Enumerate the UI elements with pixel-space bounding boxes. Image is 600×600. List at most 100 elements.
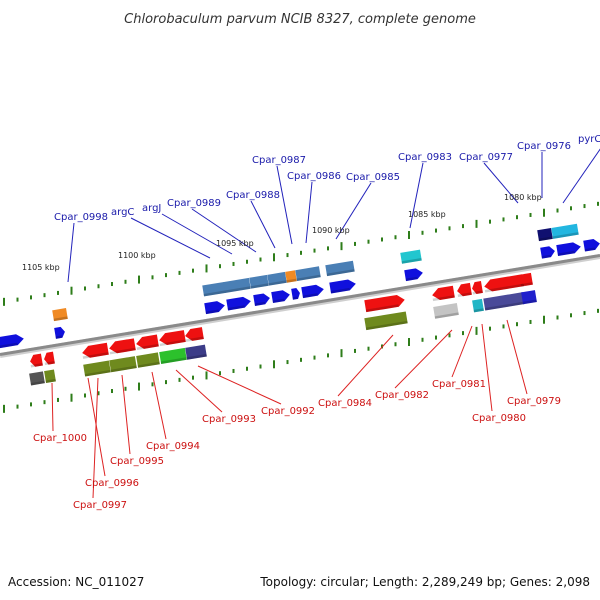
bottom-arrow-11 — [484, 274, 525, 293]
map-title: Chlorobaculum parvum NCIB 8327, complete… — [124, 12, 476, 27]
bottom-box-3 — [109, 356, 137, 373]
top-arrow-9-shade — [405, 276, 418, 282]
bottom-arrow-2-body — [82, 342, 109, 358]
bottom-box-1 — [44, 369, 56, 383]
leader-bottom — [151, 371, 167, 440]
top-box-1-shade — [203, 290, 226, 297]
top-arrow-2-body — [204, 301, 225, 315]
leader-top — [562, 148, 600, 204]
bottom-arrow-10-body — [472, 281, 483, 294]
bottom-box-10 — [483, 292, 525, 311]
leader-top — [335, 182, 372, 240]
gene-label-top: Cpar_0988 — [226, 190, 280, 201]
top-arrow-12 — [583, 239, 600, 252]
top-box-6-body — [295, 266, 321, 282]
leader-bottom — [197, 365, 282, 405]
gene-label-bottom: Cpar_0980 — [472, 413, 526, 424]
bottom-box-5-shade — [160, 357, 187, 364]
bottom-arrow-5-shade — [159, 339, 186, 347]
top-box-3-shade — [250, 283, 269, 289]
bottom-arrow-11-body — [484, 274, 525, 292]
top-arrow-0-body — [0, 334, 24, 349]
bottom-arrow-3-shade — [109, 347, 136, 355]
top-box-6 — [295, 266, 321, 282]
top-arrow-0 — [0, 334, 24, 349]
leader-top — [130, 217, 211, 259]
bottom-arrow-7 — [364, 294, 405, 313]
leader-top — [67, 222, 75, 283]
top-box-8-body — [400, 249, 422, 264]
top-arrow-6-shade — [292, 296, 299, 300]
top-arrow-9-body — [404, 268, 423, 282]
bottom-box-10-shade — [484, 301, 525, 311]
backbone-line — [0, 254, 600, 356]
top-arrow-12-body — [583, 239, 600, 252]
top-box-2-body — [223, 277, 251, 293]
top-box-3 — [249, 274, 269, 289]
bottom-box-6-body — [185, 344, 207, 360]
leader-bottom — [337, 334, 394, 397]
bottom-box-2-body — [83, 360, 111, 377]
gene-label-top: Cpar_0986 — [287, 171, 341, 182]
top-arrow-4 — [253, 293, 270, 306]
bottom-arrow-1-shade — [44, 361, 55, 366]
bottom-box-3-shade — [110, 365, 137, 373]
bottom-box-0-body — [29, 371, 45, 386]
bottom-box-7-body — [364, 311, 408, 331]
top-arrow-8 — [329, 279, 356, 294]
gene-label-bottom: Cpar_0994 — [146, 441, 200, 452]
bottom-arrow-7-shade — [365, 304, 399, 313]
top-box-0-body — [52, 308, 68, 322]
top-arrow-4-body — [253, 293, 270, 306]
top-arrow-10-shade — [541, 254, 551, 259]
bottom-box-5-body — [159, 347, 187, 364]
bottom-arrow-1 — [44, 351, 55, 366]
top-arrow-11-body — [556, 242, 581, 256]
top-arrow-2 — [204, 301, 225, 315]
top-box-7-shade — [326, 269, 355, 277]
top-arrow-5 — [271, 290, 290, 304]
gene-label-top: Cpar_0976 — [517, 141, 571, 152]
leader-lines — [51, 148, 600, 499]
scale-label: 1100 kbp — [118, 251, 156, 260]
leader-bottom — [121, 374, 131, 455]
bottom-box-8-shade — [434, 312, 459, 319]
scale-label: 1095 kbp — [216, 239, 254, 248]
bottom-box-3-body — [109, 356, 137, 373]
top-arrow-11 — [556, 242, 581, 256]
bottom-arrow-9-shade — [457, 292, 472, 297]
bottom-box-4-shade — [137, 361, 160, 368]
bottom-arrow-2 — [82, 342, 109, 359]
gene-label-bottom: Cpar_0992 — [261, 406, 315, 417]
bottom-box-4-body — [136, 352, 160, 368]
gene-label-bottom: Cpar_0984 — [318, 398, 372, 409]
top-box-1-body — [202, 281, 226, 297]
leader-top — [250, 200, 276, 249]
topology-text: Topology: circular; Length: 2,289,249 bp… — [259, 575, 590, 589]
top-arrow-5-shade — [272, 298, 285, 304]
bottom-box-6 — [185, 344, 207, 360]
tick-marks — [3, 201, 599, 413]
gene-label-top: Cpar_0985 — [346, 172, 400, 183]
top-arrow-3-shade — [227, 305, 245, 311]
bottom-box-11-shade — [522, 299, 537, 305]
bottom-box-9-body — [472, 298, 484, 313]
gene-label-bottom: Cpar_0981 — [432, 379, 486, 390]
bottom-box-9-shade — [473, 308, 484, 313]
leader-top — [305, 181, 313, 244]
gene-label-bottom: Cpar_0995 — [110, 456, 164, 467]
bottom-arrow-12-shade — [520, 282, 533, 287]
top-arrow-0-shade — [0, 342, 18, 349]
bottom-box-0-shade — [30, 380, 45, 386]
top-arrow-10-body — [540, 246, 555, 259]
top-box-2-shade — [224, 286, 251, 293]
gene-label-bottom: Cpar_0993 — [202, 414, 256, 425]
top-box-5-shade — [286, 278, 297, 283]
scale-label: 1085 kbp — [408, 210, 446, 219]
gene-label-top: argC — [111, 207, 134, 218]
bottom-arrow-5 — [159, 330, 186, 347]
bottom-box-2-shade — [84, 369, 111, 377]
top-arrow-2-shade — [205, 309, 219, 315]
